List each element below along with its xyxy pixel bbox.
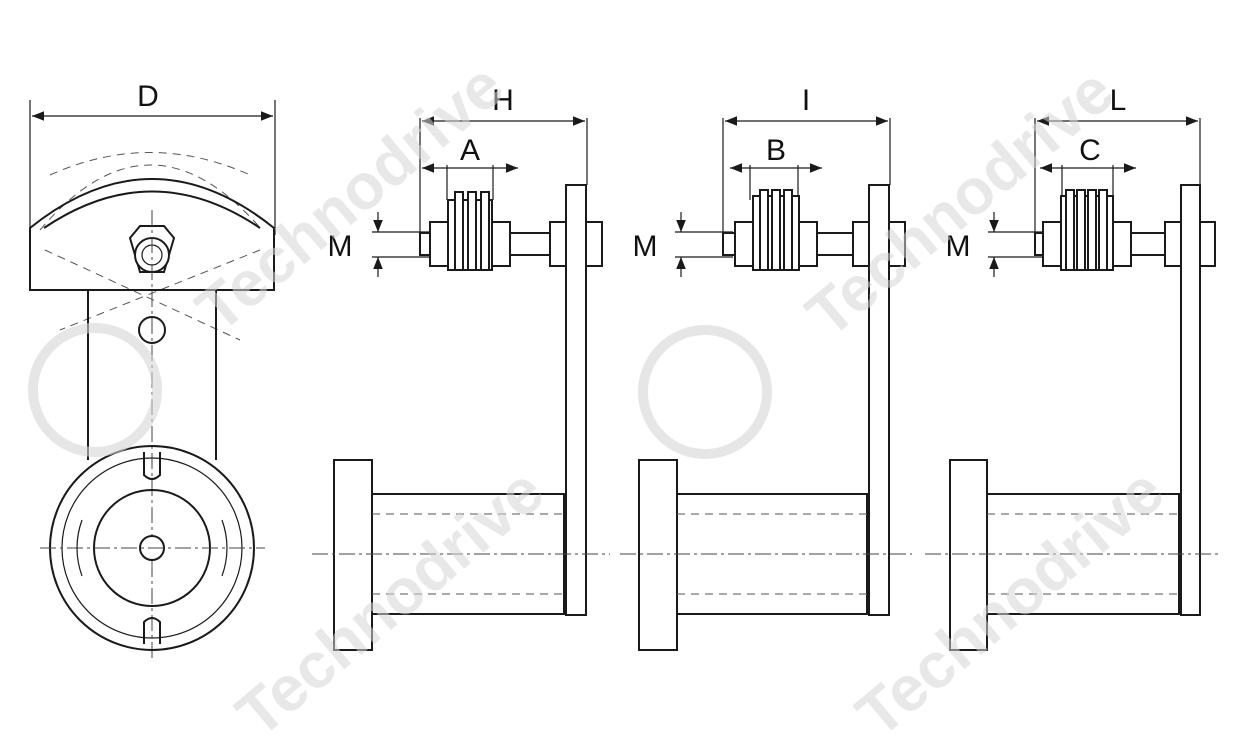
end-view: D [29, 80, 276, 660]
dimension-label-i: I [802, 84, 810, 117]
dimension-label-d: D [137, 80, 159, 113]
side-view-b: I B M [620, 84, 912, 651]
side-view-c: L C M [925, 84, 1222, 651]
watermark-text: Technodrive [183, 49, 517, 346]
watermark: Technodrive Technodrive Technodrive Tech… [28, 49, 1177, 750]
dimension-label-m: M [633, 230, 658, 263]
dimension-label-c: C [1079, 134, 1101, 167]
dimension-label-l: L [1110, 84, 1127, 117]
dimension-label-b: B [766, 134, 786, 167]
side-view-a: H A M [312, 84, 610, 651]
dimension-label-h: H [492, 84, 514, 117]
watermark-logo-icon [28, 323, 772, 459]
dimension-label-m: M [946, 230, 971, 263]
dimension-label-a: A [460, 134, 480, 167]
dimension-label-m: M [328, 230, 353, 263]
